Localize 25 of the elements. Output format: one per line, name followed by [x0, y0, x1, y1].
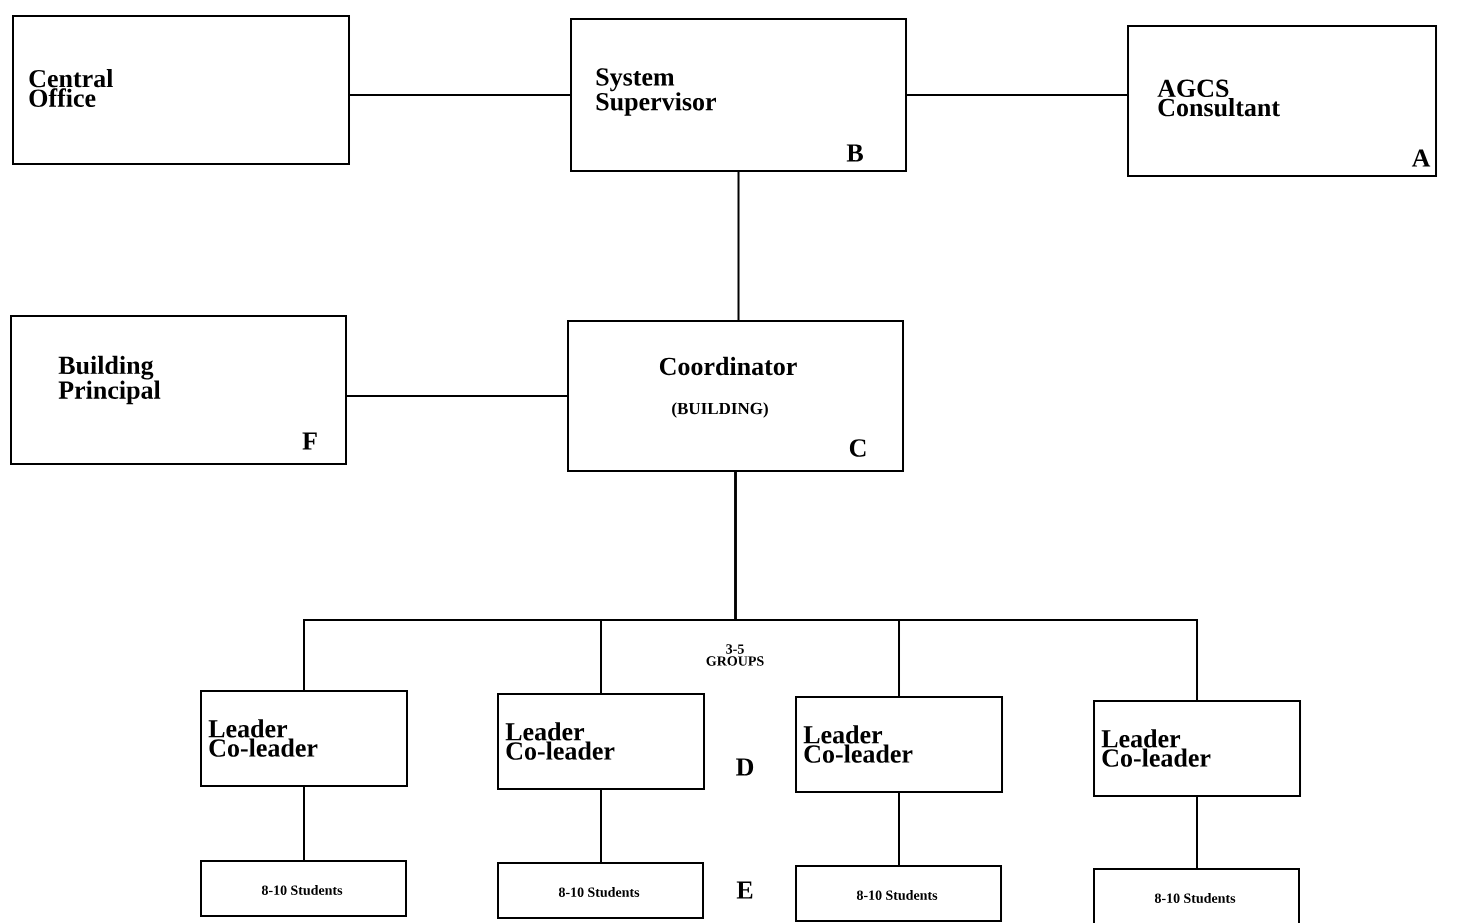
org-box: 8-10 Students	[497, 862, 704, 919]
org-box: 8-10 Students	[1093, 868, 1300, 923]
org-box: Leader Co-leader	[795, 696, 1003, 793]
org-box: Leader Co-leader	[497, 693, 705, 790]
org-box: Building Principal F	[10, 315, 347, 465]
org-box: AGCS Consultant A	[1127, 25, 1437, 177]
org-box: Coordinator (BUILDING) C	[567, 320, 904, 472]
org-box: Central Office	[12, 15, 350, 165]
connector-line	[303, 786, 305, 861]
connector-line	[600, 789, 602, 863]
connector-line	[349, 94, 571, 96]
connector-line	[906, 94, 1128, 96]
org-box: 8-10 Students	[795, 865, 1002, 922]
org-box: Leader Co-leader	[1093, 700, 1301, 797]
connector-line	[737, 171, 740, 321]
connector-line	[346, 395, 568, 397]
label-text: E	[736, 881, 753, 899]
label-text: 3-5 GROUPS	[706, 644, 764, 666]
connector-line	[734, 471, 1198, 701]
org-box: Leader Co-leader	[200, 690, 408, 787]
connector-line	[898, 792, 900, 866]
org-box: 8-10 Students	[200, 860, 407, 917]
label-text: D	[736, 758, 754, 776]
org-box: System Supervisor B	[570, 18, 907, 172]
connector-line	[1196, 796, 1198, 869]
